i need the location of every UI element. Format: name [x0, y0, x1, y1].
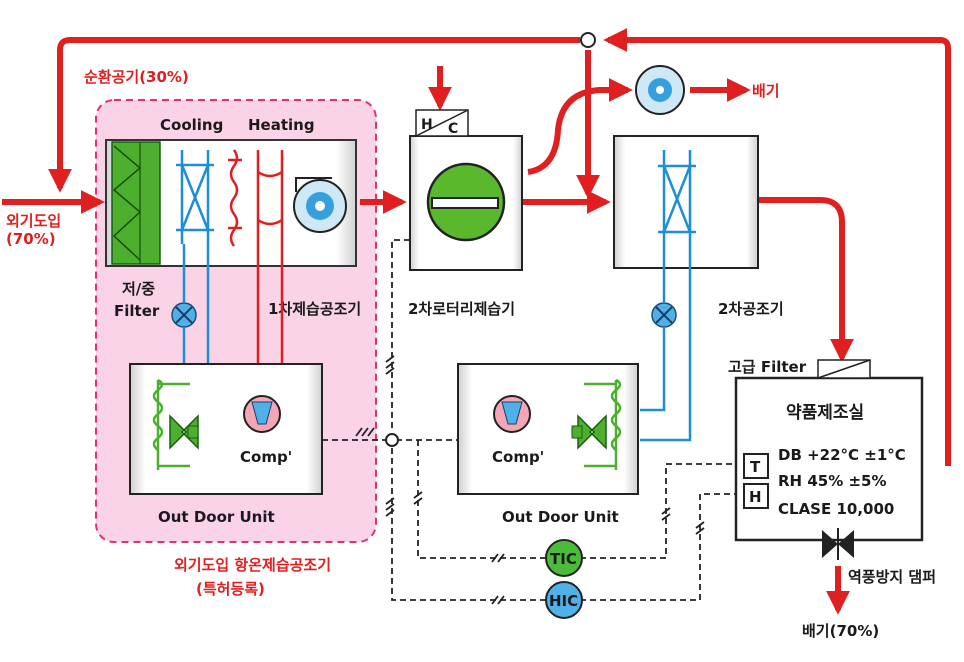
clean-room [734, 359, 924, 560]
outside-air-label-1: 외기도입 [6, 212, 61, 230]
hepa-label: 고급 Filter [728, 358, 807, 376]
control-junction [385, 433, 399, 447]
odu-left-label: Out Door Unit [158, 508, 275, 526]
mixing-node [580, 32, 596, 48]
outdoor-unit-left [129, 363, 323, 495]
wiring-ticks [355, 355, 705, 605]
hc-c-label: C [448, 121, 458, 137]
ahu1-label: 1차제습공조기 [268, 300, 361, 318]
exhaust-top-label: 배기 [752, 82, 780, 100]
outside-air-label-2: (70%) [6, 230, 56, 248]
airflow-lines [2, 27, 951, 615]
odu-right-label: Out Door Unit [502, 508, 619, 526]
filter-media [111, 141, 161, 265]
expansion-valve-left-icon [171, 302, 197, 328]
spec-rh: RH 45% ±5% [778, 472, 887, 490]
refrigerant-lines-left [182, 244, 284, 366]
sensor-t-label: T [750, 458, 761, 476]
exhaust-bottom-label: 배기(70%) [802, 622, 879, 640]
ahu2-label: 2차공조기 [718, 300, 784, 318]
rotary-dehumidifier [409, 109, 523, 271]
spec-class: CLASE 10,000 [778, 500, 894, 518]
ahu1-unit [105, 139, 357, 267]
exhaust-fan-icon [635, 65, 685, 115]
sensor-t-box [743, 453, 769, 479]
patent-label-1: 외기도입 항온제습공조기 [174, 556, 331, 574]
ahu2-unit [613, 135, 759, 302]
hic-controller [545, 581, 583, 619]
filter-label-2: Filter [114, 302, 160, 320]
damper-label: 역풍방지 댐퍼 [848, 568, 936, 586]
room-title: 약품제조실 [786, 402, 864, 423]
filter-label-1: 저/중 [122, 280, 155, 298]
heating-label: Heating [248, 116, 315, 134]
expansion-valve-right-icon [651, 302, 677, 328]
refrigerant-lines-right [640, 246, 692, 442]
tic-label: TIC [550, 550, 577, 568]
rotary-label: 2차로터리제습기 [408, 300, 515, 318]
compressor-right-icon [493, 395, 531, 433]
compressor-left-icon [243, 395, 281, 433]
supply-fan-icon [293, 177, 347, 233]
outdoor-unit-right [457, 363, 639, 495]
cooling-label: Cooling [160, 116, 223, 134]
comp-right-label: Comp' [492, 448, 544, 466]
hc-h-label: H [421, 117, 433, 133]
sensor-h-box [743, 483, 769, 509]
comp-left-label: Comp' [240, 448, 292, 466]
spec-db: DB +22°C ±1°C [778, 446, 906, 464]
sensor-h-label: H [749, 488, 762, 506]
heating-coil [228, 149, 284, 247]
hic-label: HIC [549, 592, 578, 610]
recirc-air-label: 순환공기(30%) [84, 68, 189, 86]
tic-controller [545, 539, 583, 577]
cooling-coil [176, 150, 214, 244]
backdraft-damper-icon [822, 528, 854, 560]
patent-label-2: (특허등록) [196, 580, 265, 598]
